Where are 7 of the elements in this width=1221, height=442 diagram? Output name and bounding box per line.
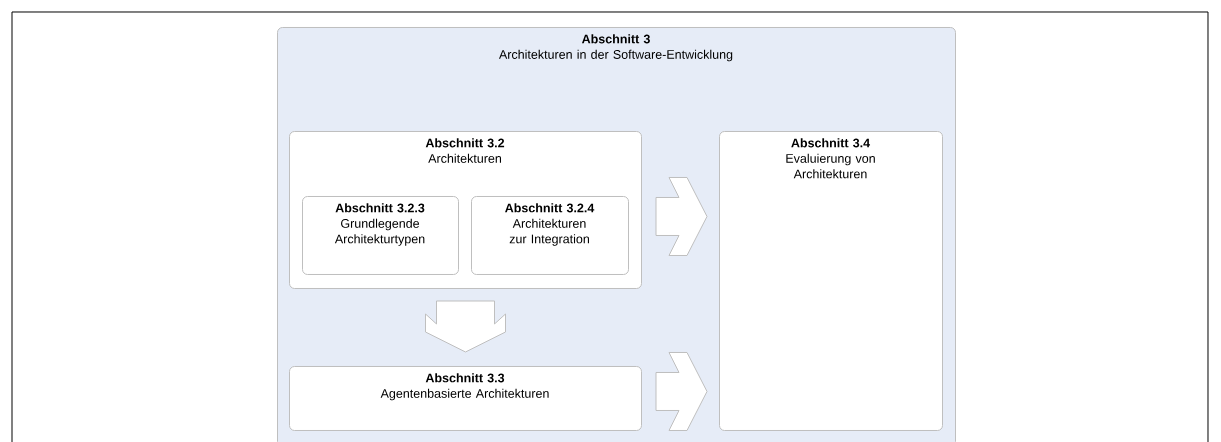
block-arrow (425, 300, 506, 353)
section-box: Abschnitt 3.4 Evaluierung von Architekturen (719, 131, 943, 431)
block-arrow (655, 177, 708, 256)
section-box: Abschnitt 3.2.3 Grundlegende Architekturtypen (302, 196, 459, 275)
section-box: Abschnitt 3.3 Agentenbasierte Architekturen (289, 366, 642, 431)
section-box: Abschnitt 3.2.4 Architekturen zur Integration (471, 196, 629, 275)
block-arrow (655, 352, 708, 431)
